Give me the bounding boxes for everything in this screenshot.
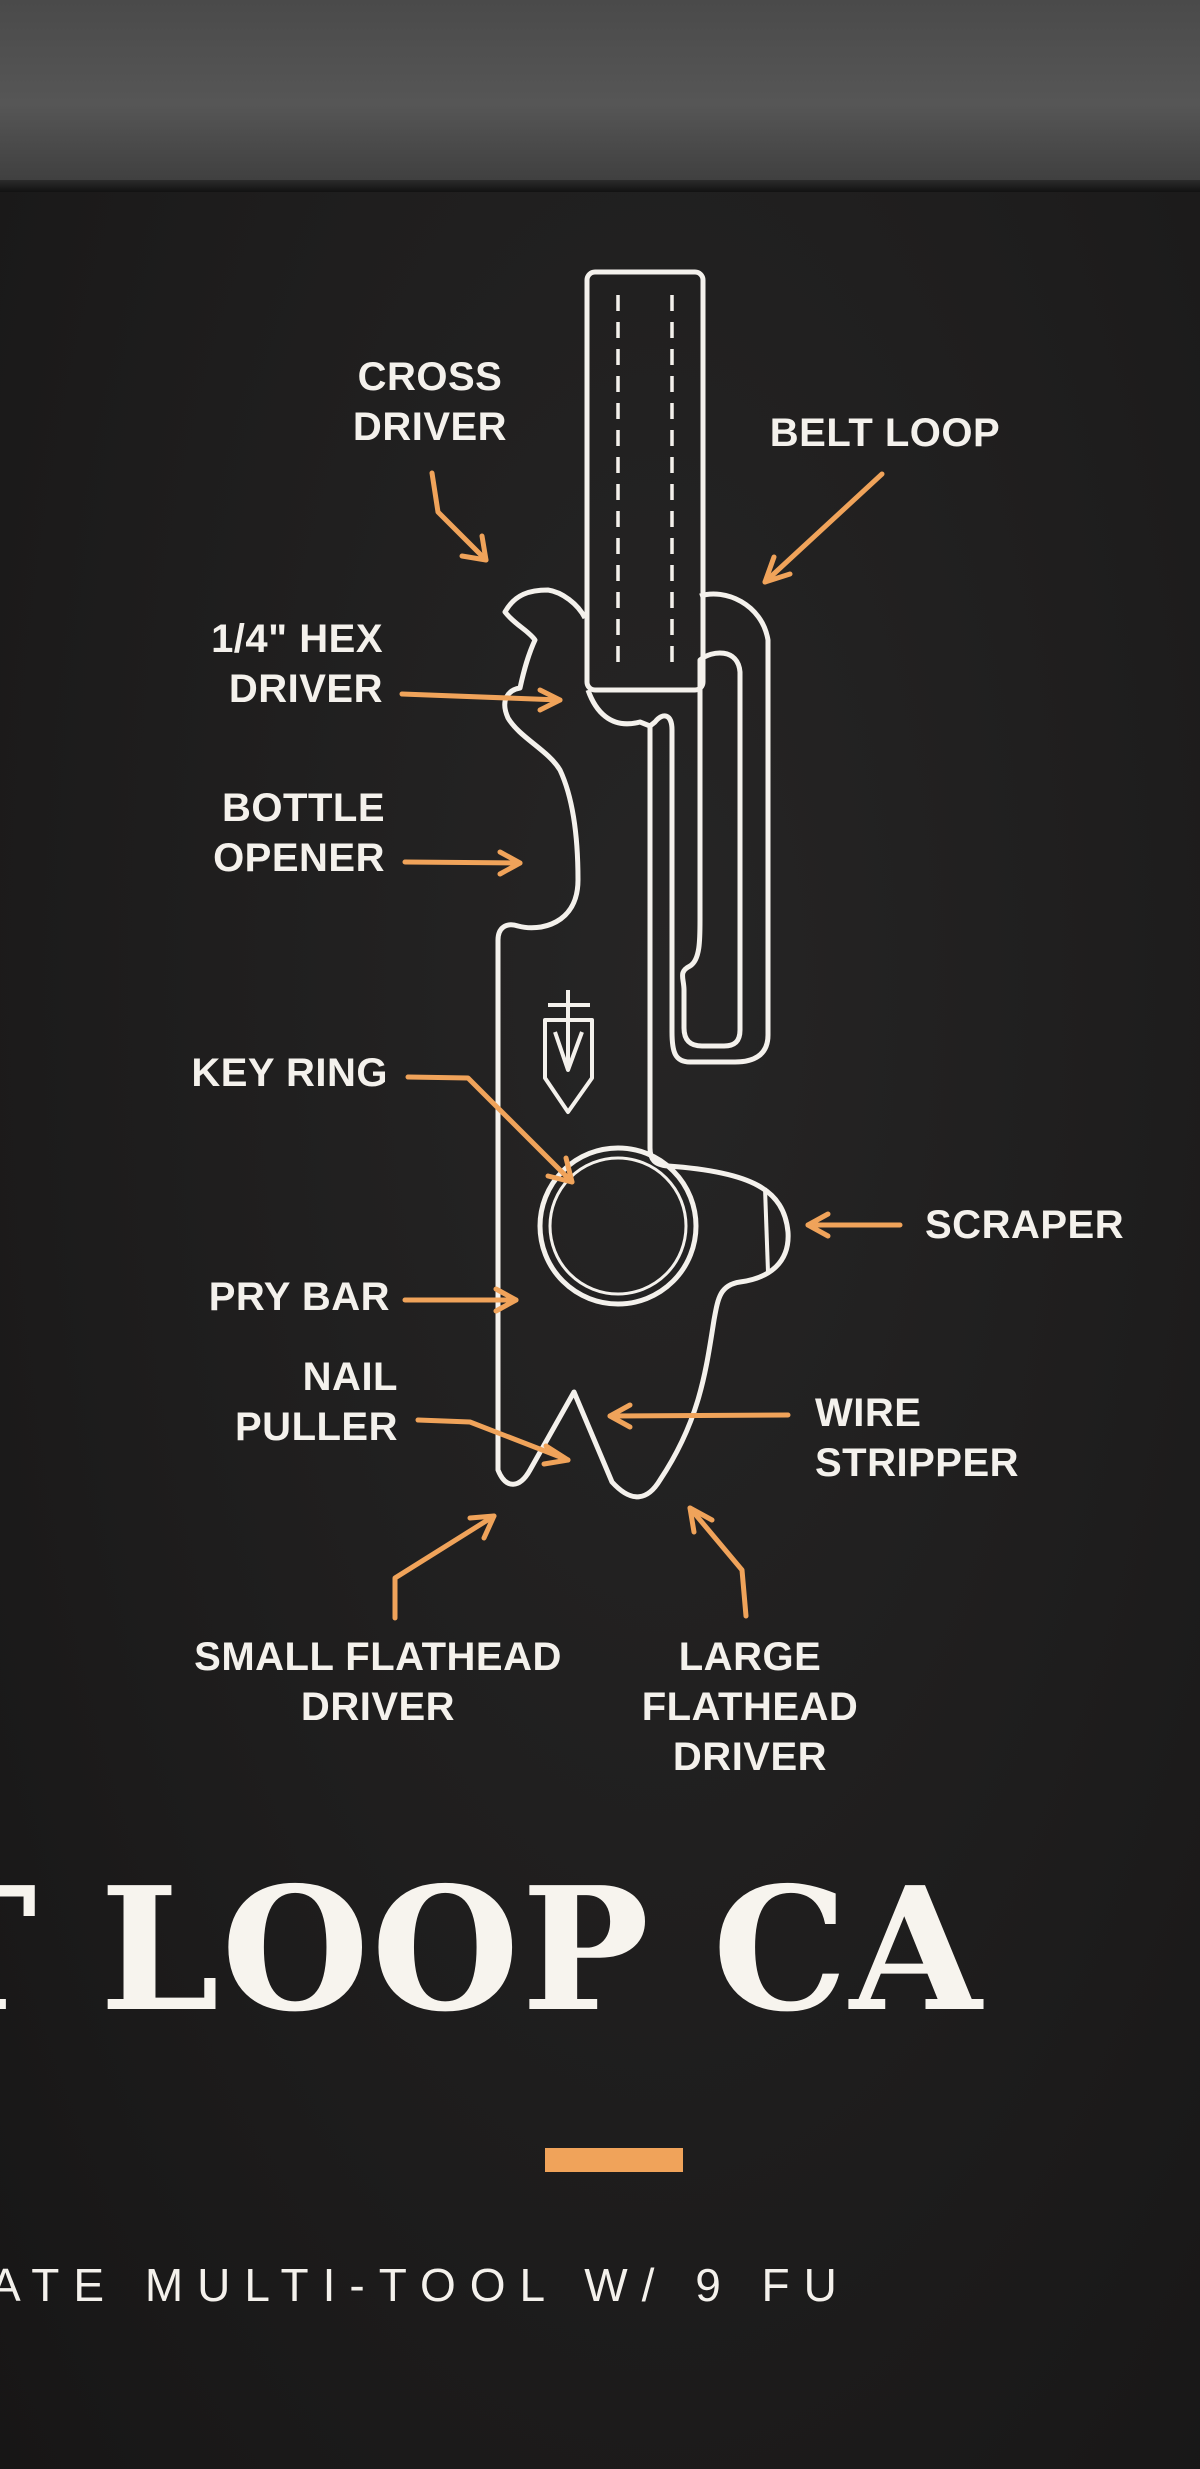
arrows xyxy=(392,470,903,1621)
accent-bar xyxy=(545,2148,683,2172)
label-line: STRIPPER xyxy=(815,1441,1020,1485)
label-line: OPENER xyxy=(213,836,385,880)
belt-loop-strap xyxy=(584,269,706,693)
label-line: DRIVER xyxy=(228,667,383,711)
scraper-edge xyxy=(763,1187,770,1273)
headline-text: T LOOP CA xyxy=(0,1860,984,2040)
label-line: SCRAPER xyxy=(925,1203,1125,1247)
label-small-flathead: SMALL FLATHEAD DRIVER xyxy=(194,1632,562,1732)
subheadline: ATE MULTI-TOOL W/ 9 FU xyxy=(0,2255,1200,2315)
tool-outline xyxy=(495,587,791,1500)
arrow-nail-puller xyxy=(415,1417,571,1463)
label-line: DRIVER xyxy=(300,1685,456,1729)
label-line: SMALL FLATHEAD xyxy=(194,1635,562,1679)
label-pry-bar: PRY BAR xyxy=(209,1272,390,1322)
label-line: PULLER xyxy=(235,1405,398,1449)
arrow-small-flathead xyxy=(392,1513,497,1621)
label-line: 1/4" HEX xyxy=(211,617,383,661)
arrow-bottle-opener xyxy=(402,859,523,866)
label-cross-driver: CROSS DRIVER xyxy=(353,352,507,452)
label-scraper: SCRAPER xyxy=(925,1200,1124,1250)
key-ring-inner xyxy=(548,1156,688,1296)
tool-inner-top xyxy=(585,689,651,729)
board-top-edge xyxy=(0,180,1200,192)
arrow-wire-stripper xyxy=(607,1412,791,1419)
label-line: PRY BAR xyxy=(208,1275,390,1319)
label-key-ring: KEY RING xyxy=(191,1048,388,1098)
arrow-hex-driver xyxy=(399,691,563,703)
display-board xyxy=(0,192,1200,2469)
key-ring-outer xyxy=(537,1145,699,1307)
label-line: BOTTLE xyxy=(222,786,385,830)
label-line: FLATHEAD xyxy=(641,1685,859,1729)
label-line: LARGE xyxy=(678,1635,822,1679)
subheadline-text: ATE MULTI-TOOL W/ 9 FU xyxy=(0,2259,851,2311)
label-hex-driver: 1/4" HEX DRIVER xyxy=(211,614,383,714)
label-line: NAIL xyxy=(302,1355,398,1399)
arrow-key-ring xyxy=(405,1074,575,1185)
brand-logo xyxy=(543,990,594,1114)
label-bottle-opener: BOTTLE OPENER xyxy=(213,783,385,883)
label-line: BELT LOOP xyxy=(769,411,1001,455)
belt-loop-slot xyxy=(680,650,743,1049)
headline: T LOOP CA xyxy=(0,1860,1200,2040)
label-line: WIRE xyxy=(815,1391,922,1435)
label-line: CROSS xyxy=(357,355,503,399)
arrow-large-flathead xyxy=(687,1505,749,1619)
arrow-belt-loop xyxy=(762,471,885,585)
label-large-flathead: LARGE FLATHEAD DRIVER xyxy=(642,1632,859,1782)
wall-background xyxy=(0,0,1200,190)
label-line: KEY RING xyxy=(191,1051,388,1095)
label-nail-puller: NAIL PULLER xyxy=(235,1352,398,1452)
label-wire-stripper: WIRE STRIPPER xyxy=(815,1388,1019,1488)
label-line: DRIVER xyxy=(672,1735,828,1779)
label-belt-loop: BELT LOOP xyxy=(770,408,1000,458)
label-line: DRIVER xyxy=(352,405,508,449)
arrow-cross-driver xyxy=(429,470,489,563)
